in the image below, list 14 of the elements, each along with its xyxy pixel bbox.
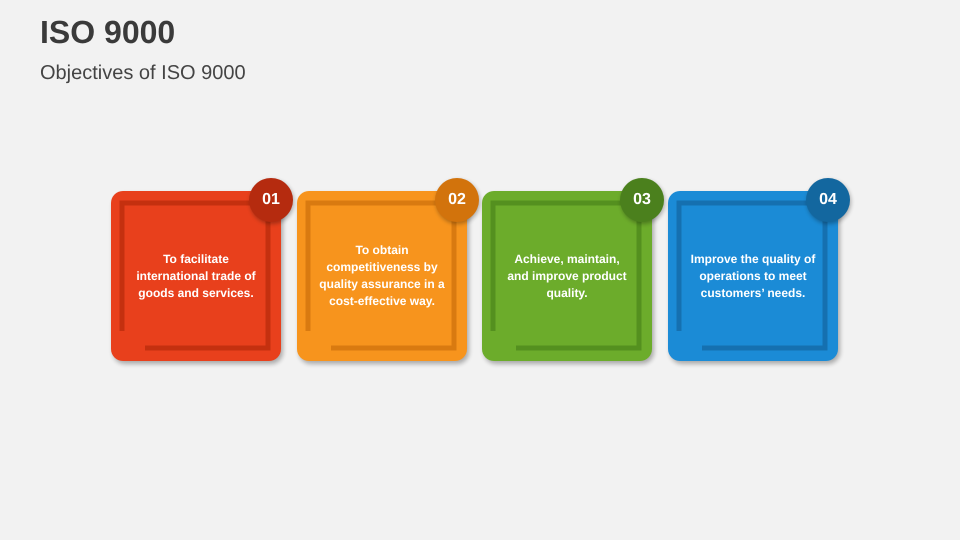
- objective-text: Achieve, maintain, and improve product quality.: [506, 250, 628, 302]
- objective-card: [111, 191, 281, 361]
- objective-text: Improve the quality of operations to meet customers’ needs.: [690, 250, 816, 302]
- objective-card: [668, 191, 838, 361]
- number-badge: 04: [806, 178, 850, 222]
- subtitle: Objectives of ISO 9000: [40, 62, 246, 85]
- number-badge: 02: [435, 178, 479, 222]
- title: ISO 9000: [40, 14, 176, 51]
- objective-text: To facilitate international trade of goods and services.: [135, 250, 257, 302]
- objective-text: To obtain competitiveness by quality assurance in a cost-effective way.: [319, 242, 445, 310]
- number-badge: 03: [620, 178, 664, 222]
- objective-card: [482, 191, 652, 361]
- number-badge: 01: [249, 178, 293, 222]
- objective-card: [297, 191, 467, 361]
